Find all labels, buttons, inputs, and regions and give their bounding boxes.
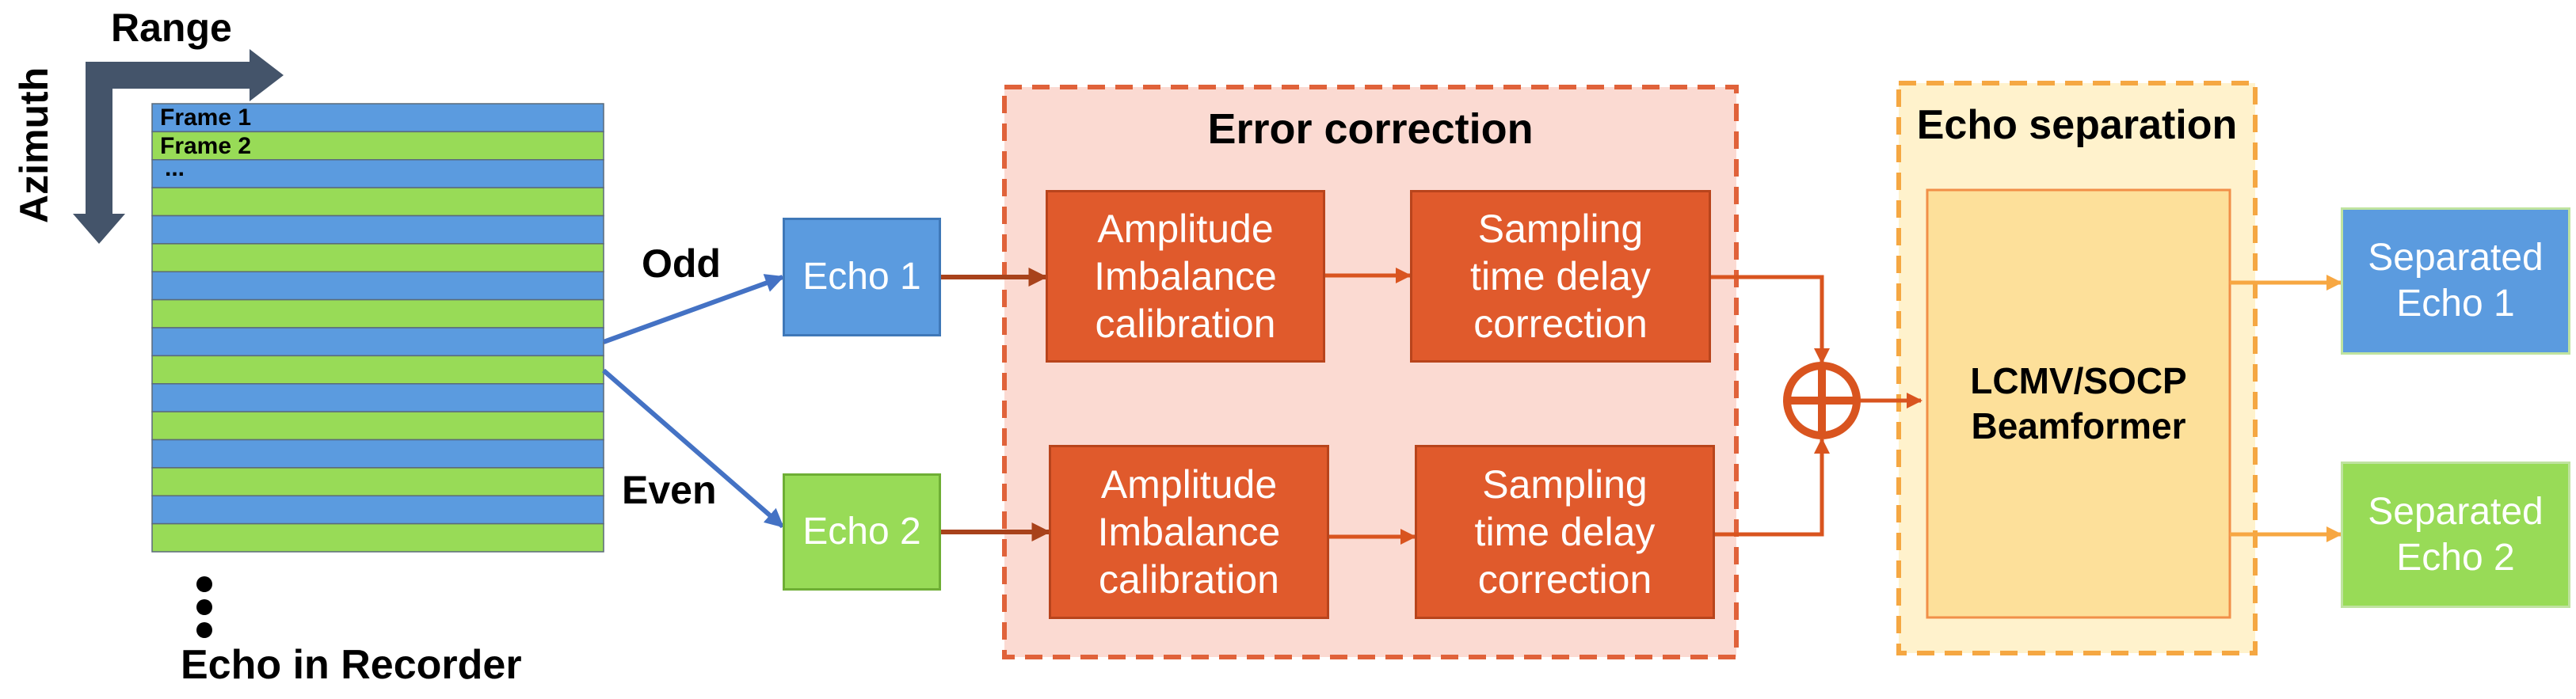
odd-frame-stripe (151, 159, 604, 188)
separated-2-line-1: Separated (2368, 490, 2544, 533)
echo-1-box: Echo 1 (783, 218, 941, 336)
amplitude-line-2: Imbalance (1097, 510, 1281, 554)
even-label: Even (622, 468, 717, 512)
amplitude-box-top: Amplitude Imbalance calibration (1046, 190, 1325, 363)
beamformer-box: LCMV/SOCP Beamformer (1927, 190, 2230, 617)
range-arrow-shape (73, 49, 284, 244)
echo-separation-title: Echo separation (1916, 102, 2238, 148)
odd-frame-stripe (151, 271, 604, 301)
sampling-line-3: correction (1477, 557, 1652, 602)
even-frame-stripe (151, 467, 604, 496)
odd-frame-stripe (151, 495, 604, 525)
amplitude-box-bottom: Amplitude Imbalance calibration (1049, 445, 1329, 619)
even-frame-stripe (151, 411, 604, 441)
amplitude-line-2: Imbalance (1094, 254, 1277, 298)
separated-echo-1-box: Separated Echo 1 (2341, 207, 2570, 355)
frame-2-label: Frame 2 (160, 133, 252, 159)
echo-2-box: Echo 2 (783, 473, 941, 591)
even-frame-stripe (151, 131, 604, 161)
separated-1-line-1: Separated (2368, 237, 2544, 279)
odd-frame-stripe (151, 327, 604, 357)
amplitude-line-1: Amplitude (1100, 462, 1278, 507)
azimuth-label: Azimuth (12, 66, 56, 223)
separated-1-line-2: Echo 1 (2396, 283, 2515, 325)
beamformer-line-2: Beamformer (1971, 405, 2186, 446)
sampling-line-2: time delay (1470, 254, 1651, 298)
sampling-line-1: Sampling (1482, 462, 1648, 507)
amplitude-line-3: calibration (1095, 302, 1276, 346)
sampling-line-1: Sampling (1477, 207, 1644, 251)
odd-frame-stripe (151, 383, 604, 412)
frame-1-label: Frame 1 (160, 104, 252, 131)
even-frame-stripe (151, 355, 604, 385)
beamformer-line-1: LCMV/SOCP (1970, 359, 2187, 401)
frame-ellipsis-label: ... (165, 155, 185, 181)
sampling-to-sum-arrow-top (1711, 275, 1830, 364)
sum-icon (1783, 362, 1861, 439)
sampling-line-2: time delay (1474, 510, 1656, 554)
even-frame-stripe (151, 298, 604, 329)
amplitude-line-3: calibration (1099, 557, 1279, 602)
even-frame-stripe (151, 187, 604, 217)
range-azimuth-arrow (73, 49, 284, 244)
odd-arrow (602, 274, 785, 344)
odd-frame-stripe (151, 439, 604, 469)
even-arrow (602, 368, 784, 529)
odd-frame-stripe (151, 215, 604, 245)
sampling-box-bottom: Sampling time delay correction (1415, 445, 1715, 619)
ellipsis-dots (196, 576, 212, 638)
separated-2-line-2: Echo 2 (2396, 536, 2515, 579)
odd-label: Odd (642, 241, 721, 286)
sampling-box-top: Sampling time delay correction (1410, 190, 1711, 363)
beamformer-box-bg (1926, 188, 2231, 619)
sampling-to-sum-arrow-bottom (1715, 438, 1830, 537)
error-correction-title: Error correction (1207, 105, 1534, 153)
even-frame-stripe (151, 522, 604, 553)
even-frame-stripe (151, 243, 604, 272)
sampling-line-3: correction (1473, 302, 1648, 346)
recorder-stripes (151, 103, 604, 553)
separated-echo-2-box: Separated Echo 2 (2341, 462, 2570, 608)
amplitude-line-1: Amplitude (1097, 207, 1274, 251)
range-label: Range (111, 6, 232, 50)
recorder-caption: Echo in Recorder (181, 642, 522, 688)
